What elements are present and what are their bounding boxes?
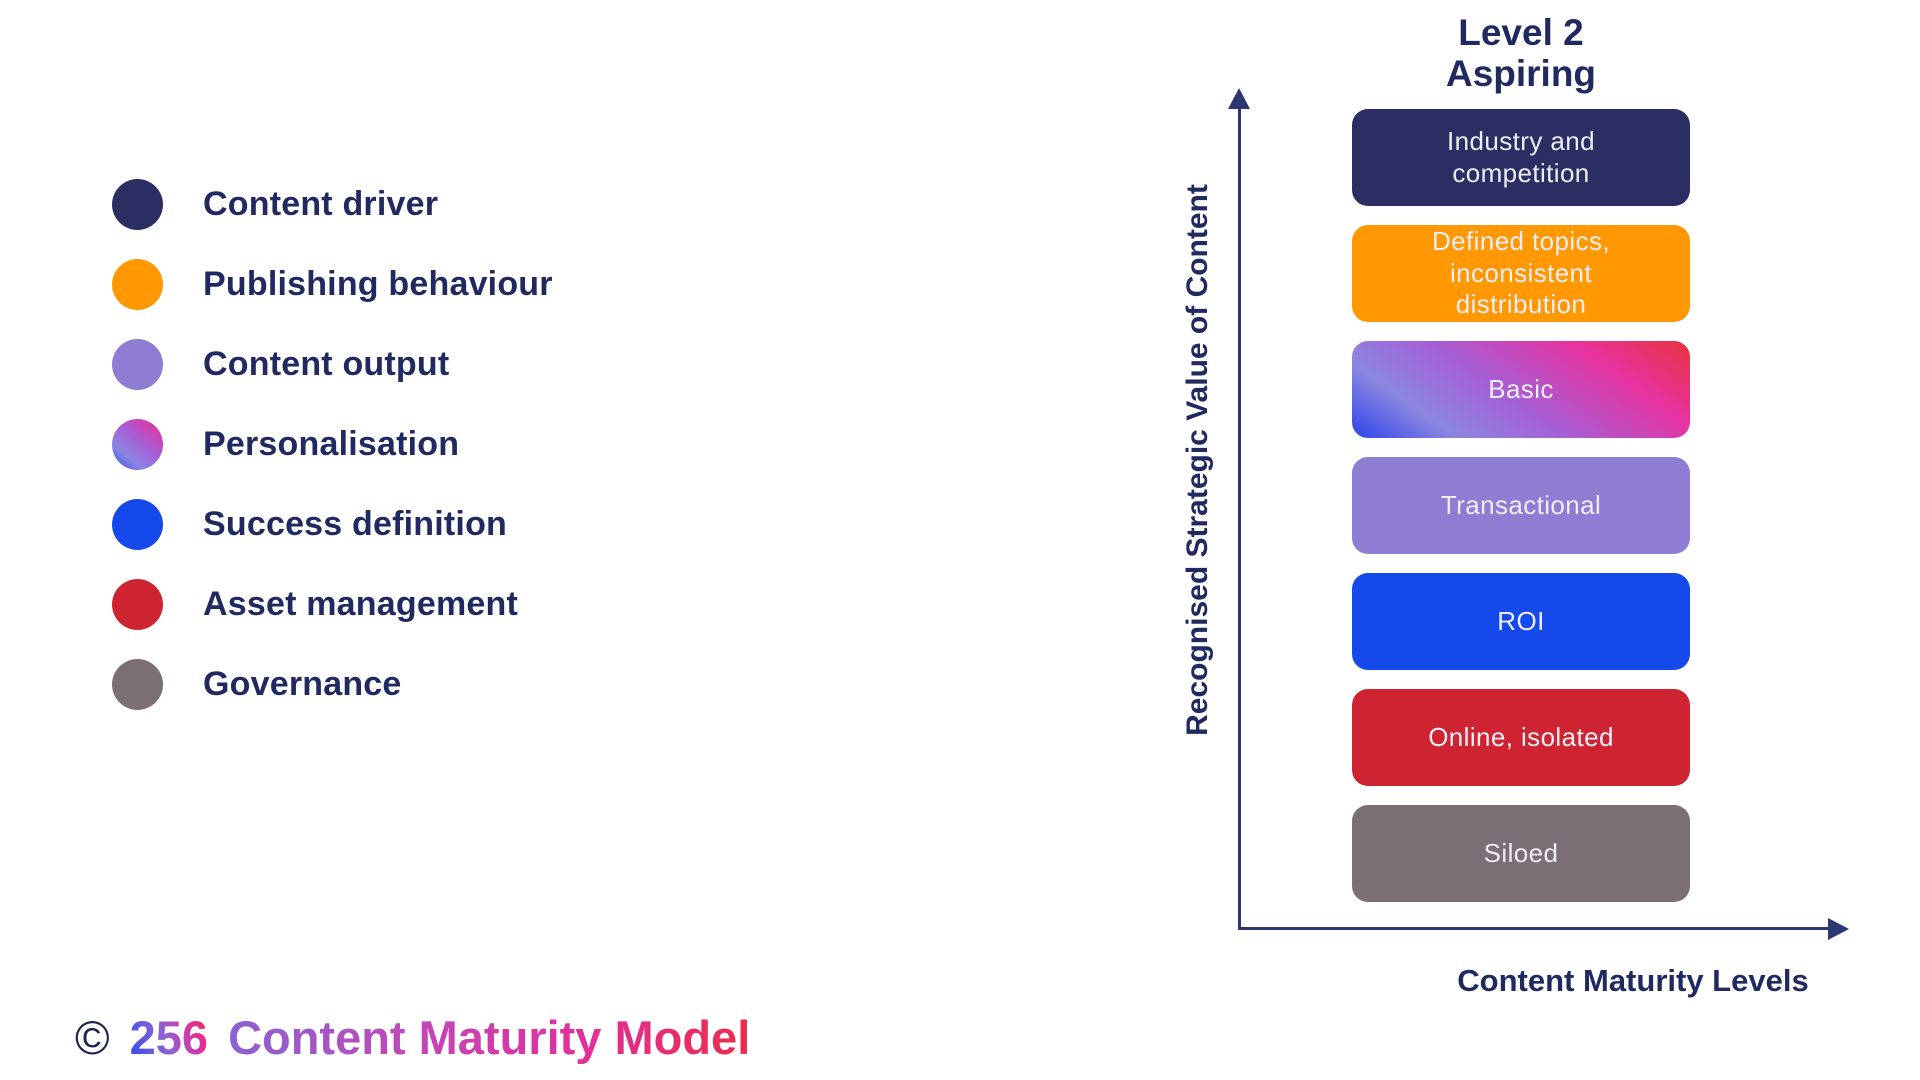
navy-circle-icon (112, 178, 163, 230)
legend-item-publishing-behaviour: Publishing behaviour (112, 258, 553, 310)
legend-item-personalisation: Personalisation (112, 418, 553, 470)
x-axis-arrow-icon (1828, 918, 1849, 940)
y-axis-label: Recognised Strategic Value of Content (1181, 184, 1214, 736)
legend-label: Governance (203, 664, 402, 703)
x-axis-label: Content Maturity Levels (1457, 963, 1809, 998)
legend-label: Asset management (203, 584, 518, 623)
box-online-isolated: Online, isolated (1352, 689, 1690, 786)
box-siloed: Siloed (1352, 805, 1690, 902)
legend-label: Publishing behaviour (203, 264, 553, 303)
orange-circle-icon (112, 258, 163, 310)
gradient-circle-icon (112, 418, 163, 470)
box-industry-and-competition: Industry and competition (1352, 109, 1690, 206)
chart-title-line2: Aspiring (1445, 53, 1597, 95)
maturity-boxes-stack: Industry and competition Defined topics,… (1352, 109, 1690, 921)
legend-item-asset-management: Asset management (112, 578, 553, 630)
x-axis-line (1238, 927, 1830, 930)
box-defined-topics: Defined topics, inconsistent distributio… (1352, 225, 1690, 322)
legend-item-content-driver: Content driver (112, 178, 553, 230)
y-axis-line (1238, 106, 1241, 930)
brand-256-logo: 256 (129, 1011, 209, 1064)
footer-title: Content Maturity Model (228, 1011, 751, 1064)
y-axis-arrow-icon (1228, 88, 1250, 109)
legend-item-success-definition: Success definition (112, 498, 553, 550)
footer: © 256 Content Maturity Model (75, 1012, 750, 1064)
legend-label: Personalisation (203, 424, 460, 463)
legend-label: Success definition (203, 504, 508, 543)
legend-label: Content driver (203, 184, 439, 223)
box-basic: Basic (1352, 341, 1690, 438)
red-circle-icon (112, 578, 163, 630)
chart-title-line1: Level 2 (1458, 12, 1584, 53)
gray-circle-icon (112, 658, 163, 710)
legend-item-content-output: Content output (112, 338, 553, 390)
blue-circle-icon (112, 498, 163, 550)
box-roi: ROI (1352, 573, 1690, 670)
legend: Content driver Publishing behaviour Cont… (112, 178, 553, 739)
legend-label: Content output (203, 344, 450, 383)
box-transactional: Transactional (1352, 457, 1690, 554)
copyright-icon: © (75, 1011, 110, 1064)
light-purple-circle-icon (112, 338, 163, 390)
legend-item-governance: Governance (112, 658, 553, 710)
chart-title: Level 2 Aspiring (1352, 12, 1690, 95)
